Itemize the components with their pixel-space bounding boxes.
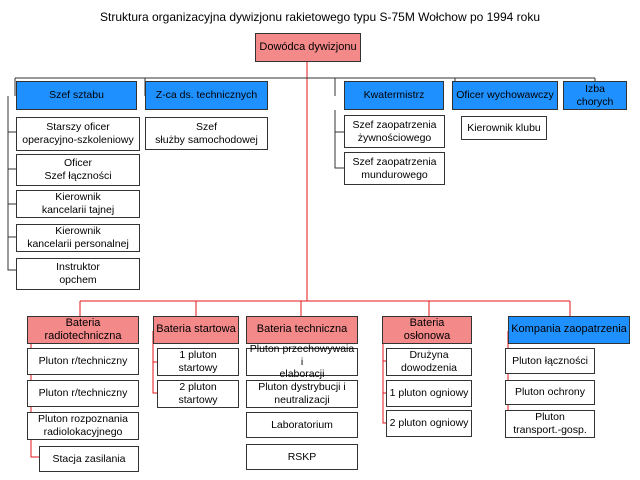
unit-item: Pluton dystrybucji i neutralizacji [246,380,358,408]
unit-item: 1 pluton ogniowy [386,380,472,407]
unit-item: Pluton łączności [505,348,595,374]
unit-item: Pluton transport.-gosp. [505,410,595,438]
battery-protection-box: Bateria osłonowa [382,316,472,344]
quartermaster-box: Kwatermistrz [344,81,444,110]
unit-item: Pluton rozpoznania radiolokacyjnego [27,412,139,440]
staff-item: Szef służby samochodowej [145,117,268,150]
staff-item: Szef zaopatrzenia mundurowego [344,152,445,185]
staff-item: Instruktor opchem [16,258,140,290]
staff-item: Kierownik kancelarii tajnej [16,190,140,218]
unit-item: Drużyna dowodzenia [386,348,472,376]
unit-item: 2 pluton startowy [157,380,239,408]
deputy-technical-box: Z-ca ds. technicznych [145,81,268,110]
commander-box: Dowódca dywizjonu [255,33,361,62]
unit-item: 1 pluton startowy [157,348,239,376]
unit-item: Laboratorium [246,412,358,438]
staff-item: Szef zaopatrzenia żywnościowego [344,115,445,148]
battery-technical-box: Bateria techniczna [246,316,358,344]
unit-item: Pluton r/techniczny [27,380,139,407]
sick-bay-box: Izba chorych [563,81,627,110]
battery-radiotechnical-box: Bateria radiotechniczna [27,316,139,344]
staff-item: Starszy oficer operacyjno-szkoleniowy [16,117,140,151]
staff-item: Kierownik klubu [461,116,547,140]
staff-item: Oficer Szef łączności [16,154,140,186]
staff-chief-box: Szef sztabu [16,81,137,110]
supply-company-box: Kompania zaopatrzenia [508,316,630,344]
unit-item: Stacja zasilania [39,446,139,472]
staff-item: Kierownik kancelarii personalnej [16,224,140,252]
unit-item: RSKP [246,444,358,470]
unit-item: Pluton ochrony [505,380,595,405]
unit-item: Pluton r/techniczny [27,348,139,375]
diagram-title: Struktura organizacyjna dywizjonu rakiet… [99,10,540,24]
battery-launch-box: Bateria startowa [153,316,239,344]
education-officer-box: Oficer wychowawczy [452,81,558,110]
unit-item: Pluton przechowywaia i elaboracji [246,343,358,380]
unit-item: 2 pluton ogniowy [386,410,472,437]
